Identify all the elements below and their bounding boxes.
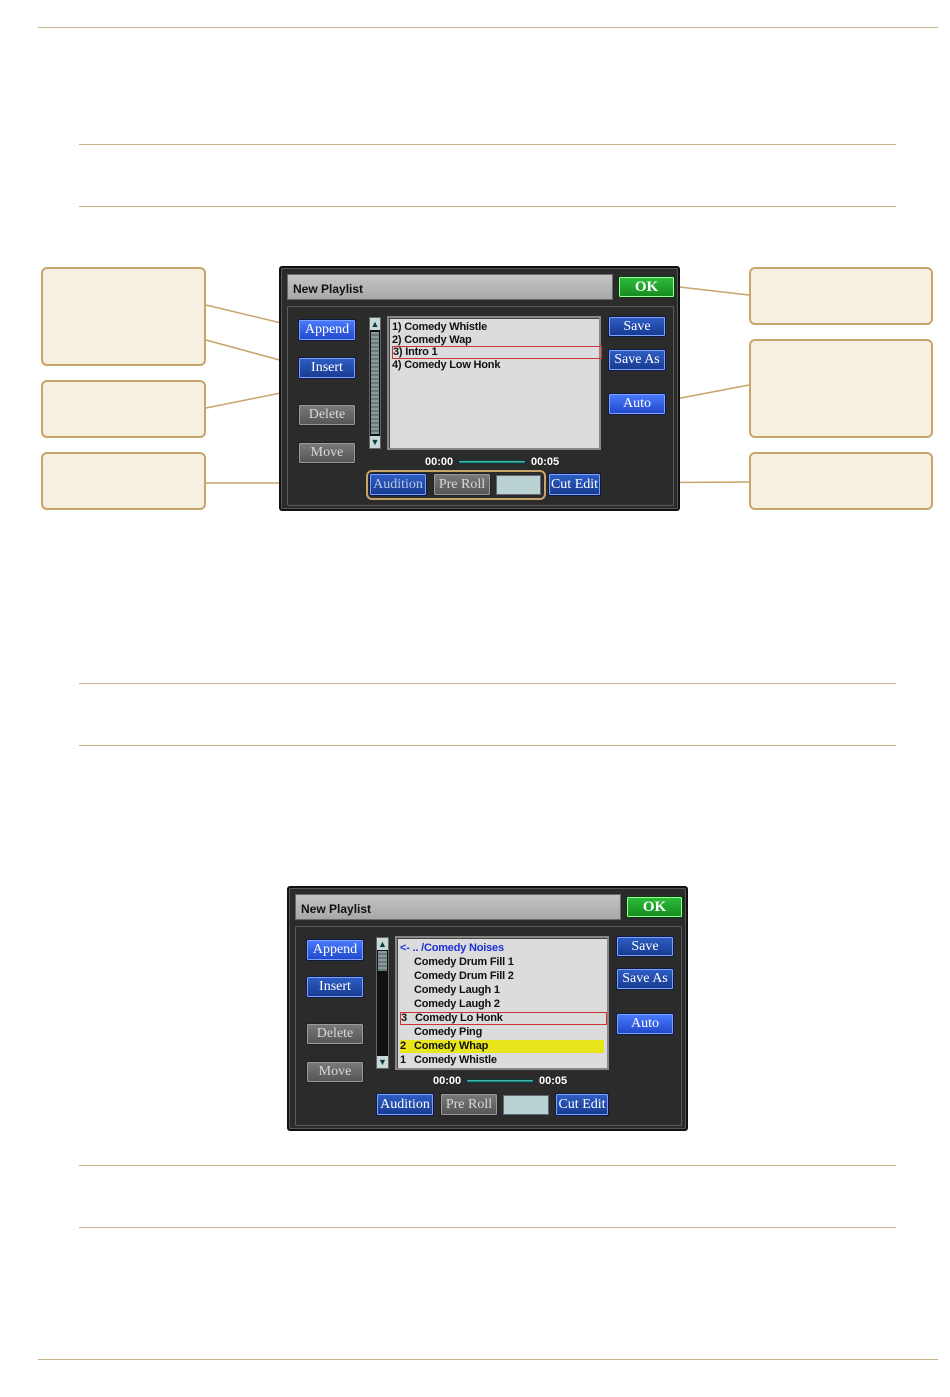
list-item[interactable]: 4) Comedy Low Honk (392, 359, 501, 371)
callout-playlist-item (41, 380, 206, 438)
list-item[interactable]: 2) Comedy Wap (392, 334, 472, 346)
item-label: Comedy Laugh 1 (414, 984, 500, 996)
move-button[interactable]: Move (298, 442, 356, 464)
item-label: <- .. /Comedy Noises (400, 942, 504, 954)
cut-edit-button[interactable]: Cut Edit (548, 473, 601, 496)
scroll-thumb[interactable] (371, 332, 379, 434)
browse-scrollbar[interactable]: ▲ ▼ (376, 937, 389, 1069)
list-item[interactable]: Comedy Drum Fill 1 (400, 956, 604, 969)
section-rule (79, 206, 896, 207)
time-end: 00:05 (539, 1075, 568, 1087)
item-label: Comedy Drum Fill 1 (414, 956, 514, 968)
delete-button[interactable]: Delete (306, 1023, 364, 1045)
list-item[interactable]: 1 Comedy Whistle (400, 1054, 604, 1067)
save-button[interactable]: Save (608, 316, 666, 337)
append-button[interactable]: Append (306, 939, 364, 961)
item-label: Comedy Drum Fill 2 (414, 970, 514, 982)
cut-edit-button[interactable]: Cut Edit (555, 1093, 609, 1116)
list-item[interactable]: Comedy Laugh 2 (400, 998, 604, 1011)
insert-button[interactable]: Insert (298, 357, 356, 379)
callout-audition-group (41, 452, 206, 510)
time-end: 00:05 (531, 456, 560, 468)
dialog-body (295, 926, 682, 1126)
section-rule (79, 1165, 896, 1166)
page-top-rule (38, 27, 938, 28)
list-item-selected[interactable]: 3 Comedy Lo Honk (400, 1012, 607, 1025)
list-item-selected[interactable]: 3) Intro 1 (392, 346, 602, 359)
page-bottom-rule (38, 1359, 938, 1360)
dialog-title: New Playlist (287, 274, 613, 300)
item-label: Comedy Whistle (414, 1054, 497, 1066)
ok-button[interactable]: OK (618, 276, 675, 298)
pre-roll-button[interactable]: Pre Roll (440, 1093, 498, 1116)
save-as-button[interactable]: Save As (616, 968, 674, 990)
item-label: Comedy Whap (414, 1040, 489, 1052)
time-start: 00:00 (433, 1075, 462, 1087)
pre-roll-field[interactable] (503, 1095, 549, 1115)
list-item[interactable]: Comedy Laugh 1 (400, 984, 604, 997)
item-order: 3 (401, 1012, 407, 1024)
callout-ok (749, 267, 933, 325)
audition-group-highlight (366, 470, 546, 500)
callout-auto (749, 339, 933, 438)
pre-roll-button[interactable]: Pre Roll (433, 473, 491, 496)
auto-button[interactable]: Auto (608, 393, 666, 415)
item-label: Comedy Laugh 2 (414, 998, 500, 1010)
item-order: 1 (400, 1054, 406, 1066)
item-label: Comedy Ping (414, 1026, 483, 1038)
scroll-down-arrow-icon[interactable]: ▼ (377, 1056, 388, 1068)
ok-button[interactable]: OK (626, 896, 683, 918)
scroll-up-arrow-icon[interactable]: ▲ (370, 318, 380, 330)
playlist-listbox[interactable]: 1) Comedy Whistle 2) Comedy Wap 3) Intro… (387, 316, 602, 450)
audition-button[interactable]: Audition (376, 1093, 434, 1116)
progress-bar[interactable] (466, 1079, 534, 1083)
section-rule (79, 745, 896, 746)
callout-append-insert (41, 267, 206, 366)
parent-directory-item[interactable]: <- .. /Comedy Noises (400, 942, 604, 955)
playlist-dialog-browse: New Playlist OK Append Insert Delete Mov… (287, 886, 688, 1131)
audition-button[interactable]: Audition (369, 473, 427, 496)
list-item[interactable]: Comedy Ping (400, 1026, 604, 1039)
insert-button[interactable]: Insert (306, 976, 364, 998)
list-item[interactable]: 1) Comedy Whistle (392, 321, 488, 333)
section-rule (79, 683, 896, 684)
dialog-body (287, 306, 674, 506)
progress-bar[interactable] (458, 460, 526, 464)
playlist-scrollbar[interactable]: ▲ ▼ (369, 317, 381, 449)
item-label: Comedy Lo Honk (415, 1012, 503, 1024)
scroll-up-arrow-icon[interactable]: ▲ (377, 938, 388, 950)
section-rule (79, 1227, 896, 1228)
item-order: 2 (400, 1040, 406, 1052)
list-item-highlighted[interactable]: 2 Comedy Whap (400, 1040, 604, 1053)
pre-roll-field[interactable] (496, 475, 541, 495)
save-as-button[interactable]: Save As (608, 349, 666, 371)
callout-cut-edit (749, 452, 933, 510)
browse-listbox[interactable]: <- .. /Comedy Noises Comedy Drum Fill 1 … (395, 936, 609, 1070)
move-button[interactable]: Move (306, 1061, 364, 1083)
section-rule (79, 144, 896, 145)
dialog-title: New Playlist (295, 894, 621, 920)
delete-button[interactable]: Delete (298, 404, 356, 426)
playlist-dialog: New Playlist OK Append Insert Delete Mov… (279, 266, 680, 511)
scroll-thumb[interactable] (378, 951, 387, 971)
auto-button[interactable]: Auto (616, 1013, 674, 1035)
time-start: 00:00 (425, 456, 454, 468)
append-button[interactable]: Append (298, 319, 356, 341)
save-button[interactable]: Save (616, 936, 674, 957)
scroll-down-arrow-icon[interactable]: ▼ (370, 436, 380, 448)
list-item[interactable]: Comedy Drum Fill 2 (400, 970, 604, 983)
